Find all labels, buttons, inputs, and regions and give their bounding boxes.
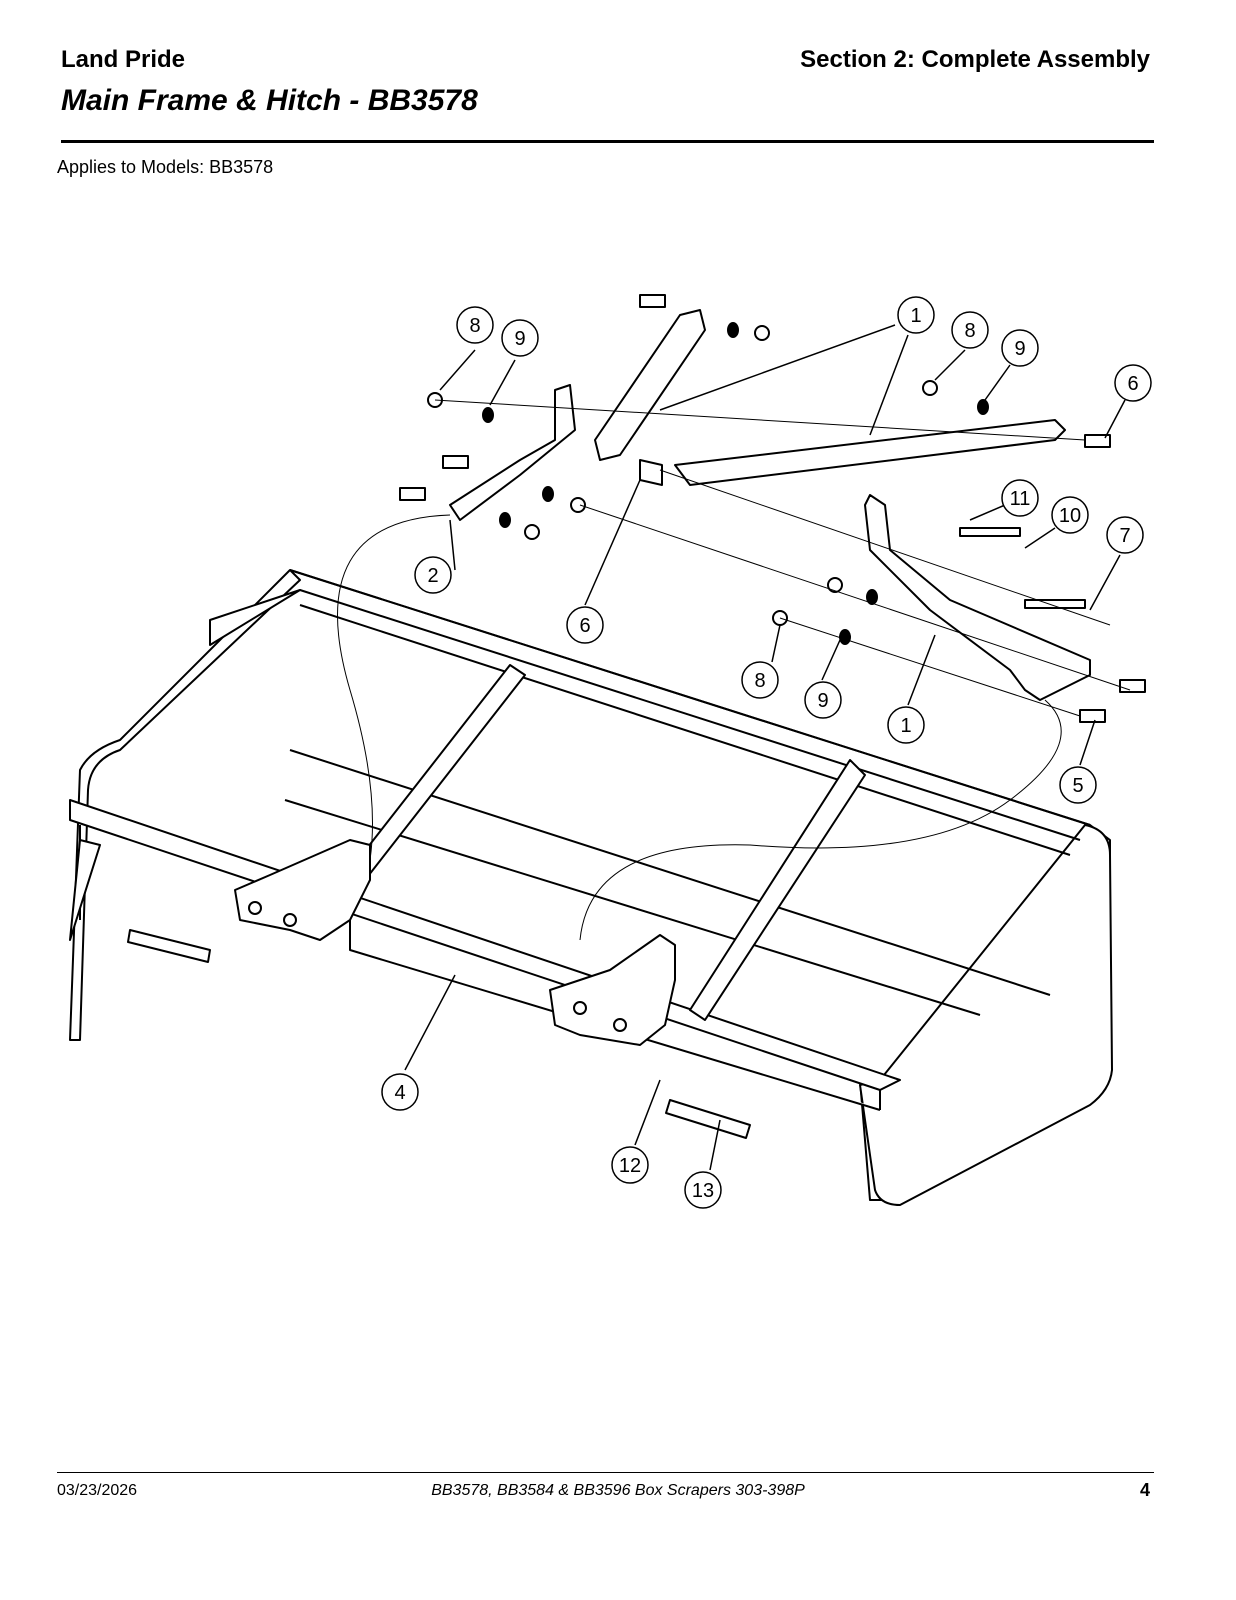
callout-number: 6 [579, 615, 590, 637]
section-title: Section 2: Complete Assembly [800, 46, 1150, 73]
callout-leader [934, 349, 966, 381]
callout-circle [566, 606, 604, 644]
callout-leader [869, 334, 909, 436]
callout-leader [984, 364, 1011, 401]
right-end-plate [859, 824, 1113, 1206]
callout-circle [381, 1073, 419, 1111]
callout-number: 8 [964, 320, 975, 342]
assembly-path [337, 514, 1062, 941]
callout-number: 9 [817, 690, 828, 712]
hitch-pin-left [127, 929, 211, 963]
header-rule [61, 140, 1154, 143]
callout-circle [414, 556, 452, 594]
applies-to-text: Applies to Models: BB3578 [57, 157, 274, 177]
callout-leader [404, 974, 456, 1071]
footer-document-title: BB3578, BB3584 & BB3596 Box Scrapers 303… [431, 1482, 805, 1499]
left-end-plate-bevel [209, 589, 301, 646]
callout-circle [897, 296, 935, 334]
callout-circle [887, 706, 925, 744]
callout-leader [584, 479, 641, 606]
callout-circle [611, 1146, 649, 1184]
callout-circle [1051, 496, 1089, 534]
callout-circle [804, 681, 842, 719]
callout-leader [489, 359, 516, 406]
callout-leader [969, 504, 1006, 521]
callout-number: 9 [514, 328, 525, 350]
callout-circle [456, 306, 494, 344]
callout-leader [1079, 719, 1096, 766]
callout-number: 12 [619, 1155, 641, 1177]
callout-number: 6 [1127, 373, 1138, 395]
callout-circle [1001, 329, 1039, 367]
callout-number: 4 [394, 1082, 405, 1104]
callout-leader [1089, 554, 1121, 611]
part-3-brace-long [674, 419, 1066, 486]
callout-number: 2 [427, 565, 438, 587]
part-5-spacer [639, 459, 663, 486]
footer-rule [57, 1472, 1154, 1473]
callout-leader [439, 349, 476, 391]
hitch-hole [248, 901, 262, 915]
hitch-hole [573, 1001, 587, 1015]
callout-leader [1104, 399, 1126, 439]
part-2-bracket [449, 384, 576, 521]
hitch-pin-right [665, 1099, 751, 1139]
brand-name: Land Pride [61, 46, 186, 73]
callout-circle [501, 319, 539, 357]
footer-date: 03/23/2026 [57, 1482, 138, 1499]
assembly-line [434, 399, 1131, 717]
hitch-hole [283, 913, 297, 927]
hitch-hole [613, 1018, 627, 1032]
top-rail [289, 569, 1091, 856]
callout-number: 13 [692, 1180, 714, 1202]
left-end-plate [69, 569, 301, 1041]
callout-circle [1114, 364, 1152, 402]
fasteners [399, 294, 1146, 723]
callout-circle [1106, 516, 1144, 554]
callout-circle [741, 661, 779, 699]
callout-circle [951, 311, 989, 349]
right-hitch-plate [549, 934, 676, 1046]
callout-circle [1059, 766, 1097, 804]
callout-leader [821, 639, 841, 681]
callout-leader [771, 624, 781, 663]
callout-number: 5 [1072, 775, 1083, 797]
left-hitch-plate [234, 839, 371, 941]
part-1-bracket [864, 494, 1091, 701]
callout-circle [684, 1171, 722, 1209]
callout-number: 10 [1059, 505, 1081, 527]
page-title: Main Frame & Hitch - BB3578 [61, 84, 478, 117]
page-number: 4 [1139, 1480, 1150, 1500]
callout-leader [659, 324, 896, 411]
part-3-brace-short [594, 309, 706, 461]
callout-leader [449, 519, 456, 571]
callout-number: 1 [900, 715, 911, 737]
cutting-edge [69, 839, 101, 941]
callout-number: 1 [910, 305, 921, 327]
callout-leader [634, 1079, 661, 1146]
callout-circle [1001, 479, 1039, 517]
exploded-parts-diagram: 1 2 8 9 6 8 9 6 11 10 7 8 [69, 294, 1152, 1209]
callout-number: 7 [1119, 525, 1130, 547]
a-frame-right-arm [689, 759, 866, 1021]
callout-number: 11 [1010, 488, 1031, 510]
callout-number: 9 [1014, 338, 1025, 360]
callout-number: 8 [469, 315, 480, 337]
callout-leader [907, 634, 936, 706]
callout-leader [1024, 527, 1056, 549]
callout-leader [709, 1119, 721, 1171]
callout-number: 8 [754, 670, 765, 692]
